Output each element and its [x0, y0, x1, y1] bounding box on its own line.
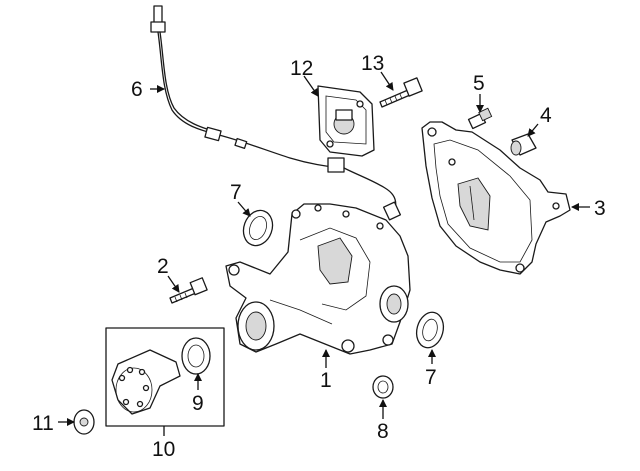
callout-6: 6 [131, 78, 143, 101]
callout-labels: 6 12 13 5 4 3 7 2 1 7 8 9 10 11 [32, 52, 606, 461]
callout-1: 1 [320, 369, 332, 392]
rear-cover [421, 121, 571, 275]
callout-12: 12 [290, 57, 313, 80]
differential-housing [225, 203, 411, 355]
seal-right [415, 311, 445, 349]
bolt-2 [169, 277, 208, 304]
nut [73, 409, 95, 435]
callout-4: 4 [540, 104, 552, 127]
callout-5: 5 [473, 72, 485, 95]
callout-2: 2 [157, 255, 169, 278]
mounting-bracket [317, 85, 375, 157]
sensor-harness [150, 5, 402, 221]
callout-7-upper: 7 [230, 181, 242, 204]
callout-7-right: 7 [425, 366, 437, 389]
callout-3: 3 [594, 197, 606, 220]
callout-8: 8 [377, 420, 389, 443]
bushing [510, 133, 537, 156]
cv-joint-kit-box [105, 327, 225, 427]
callout-9: 9 [192, 392, 204, 415]
bolt-13 [379, 77, 423, 108]
callout-10: 10 [152, 438, 175, 461]
callout-11: 11 [32, 412, 54, 435]
leader-lines [58, 71, 590, 436]
callout-13: 13 [361, 52, 384, 75]
seal-small [372, 375, 394, 399]
seal-upper [242, 209, 274, 247]
